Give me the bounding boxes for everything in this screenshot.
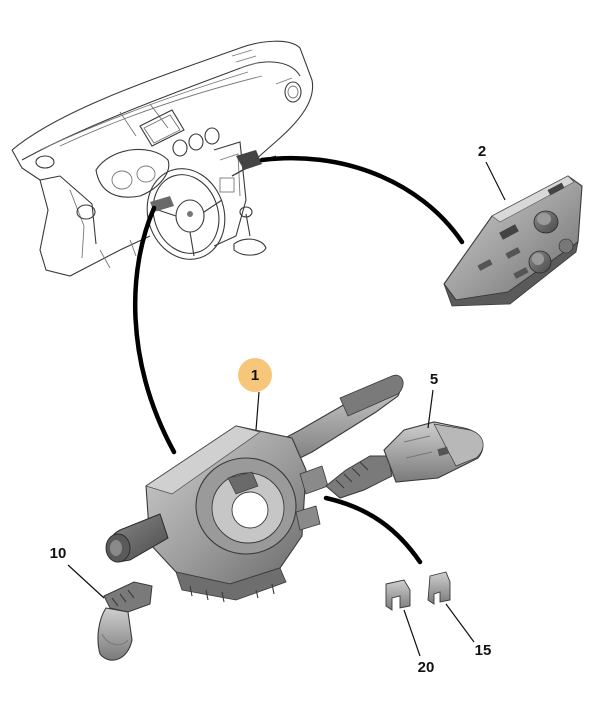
part-10-stalk-switch [97,581,153,661]
dashboard-illustration [11,40,314,277]
callout-2-leader [485,161,506,201]
link-dashboard-to-steering-switch [132,205,177,455]
part-15-clip [427,571,451,605]
part-1-steering-column-switch [105,374,404,603]
callout-10-leader [67,564,105,599]
part-5-cruise-control-stalk [325,421,484,499]
callout-1-leader [255,391,260,431]
callout-20: 20 [403,609,435,676]
callout-5-leader [427,389,434,429]
callout-20-label: 20 [418,659,435,676]
callout-15-label: 15 [475,642,492,659]
callout-15: 15 [445,603,492,659]
callout-2-label: 2 [478,143,486,160]
part-20-clip [385,579,411,611]
callout-10: 10 [50,545,105,599]
callout-1: 1 [238,358,272,431]
callout-5-label: 5 [430,371,438,388]
callout-1-highlight [238,358,272,392]
callout-1-label: 1 [251,367,259,384]
callout-15-leader [445,603,475,643]
link-switch-to-clips [323,495,423,565]
link-dashboard-to-switch-panel [259,155,465,245]
callout-5: 5 [427,371,438,429]
callout-20-leader [403,609,421,657]
part-2-switch-panel [443,175,583,307]
callout-10-label: 10 [50,545,67,562]
callout-2: 2 [478,143,506,201]
